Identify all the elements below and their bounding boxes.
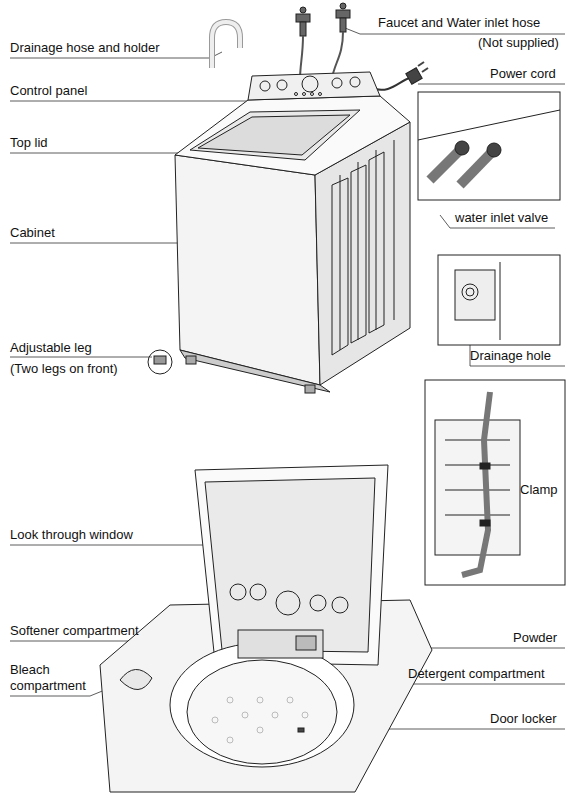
- power-cord: [372, 62, 428, 90]
- part-label: Cabinet: [10, 225, 55, 241]
- washer-closed: [175, 72, 410, 393]
- part-label: water inlet valve: [455, 210, 548, 226]
- part-label: Softener compartment: [10, 623, 139, 639]
- leader-lines: [10, 28, 565, 729]
- valve-inset: [418, 92, 560, 200]
- part-label: Adjustable leg: [10, 340, 92, 356]
- drainage-hose: [212, 22, 240, 68]
- washer-open: [100, 465, 432, 792]
- part-label: Control panel: [10, 83, 87, 99]
- part-label: Drainage hose and holder: [10, 40, 160, 56]
- part-label: Drainage hole: [470, 348, 551, 364]
- part-label: Bleach compartment: [10, 662, 95, 694]
- clamp-inset: [425, 380, 565, 585]
- part-label: Look through window: [10, 527, 133, 543]
- part-label: Top lid: [10, 135, 48, 151]
- part-label: (Two legs on front): [10, 361, 118, 377]
- part-label: Door locker: [490, 711, 556, 727]
- part-label: Detergent compartment: [408, 666, 545, 682]
- faucets: [296, 3, 350, 80]
- leg-detail: [148, 350, 172, 374]
- part-label: (Not supplied): [478, 35, 559, 51]
- part-label: Powder: [513, 630, 557, 646]
- drain-inset: [438, 255, 560, 345]
- part-label: Clamp: [520, 482, 558, 498]
- part-label: Faucet and Water inlet hose: [378, 15, 540, 31]
- part-label: Power cord: [490, 66, 556, 82]
